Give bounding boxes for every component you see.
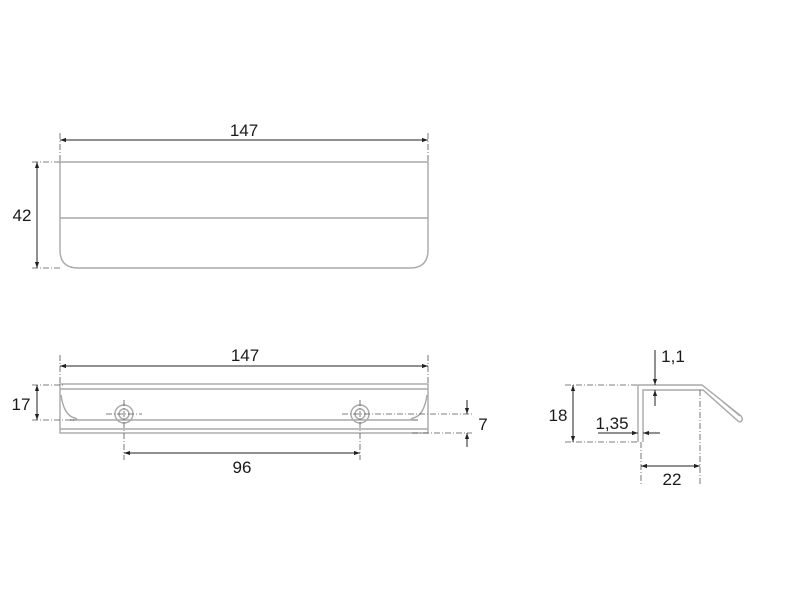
profile-height-label: 18 [549, 406, 568, 425]
hole-offset-label: 7 [478, 415, 487, 434]
top-height-label: 42 [13, 206, 32, 225]
top-length-label: 147 [230, 121, 258, 140]
front-view-right-curve [410, 394, 428, 421]
top-view: 147 42 [13, 121, 429, 269]
front-height-label: 17 [12, 395, 31, 414]
front-view-outline [59, 383, 429, 434]
hole-spacing-label: 96 [233, 458, 252, 477]
profile-flange-inner [721, 400, 741, 417]
top-view-outline [59, 161, 429, 269]
wall-thickness-label: 1,35 [595, 414, 628, 433]
front-view-left-curve [60, 394, 78, 421]
front-length-label: 147 [231, 346, 259, 365]
profile-depth-label: 22 [663, 470, 682, 489]
side-profile: 18 1,1 1,35 22 [549, 347, 743, 489]
top-thickness-label: 1,1 [661, 347, 685, 366]
front-view: 147 17 96 7 [12, 346, 488, 477]
